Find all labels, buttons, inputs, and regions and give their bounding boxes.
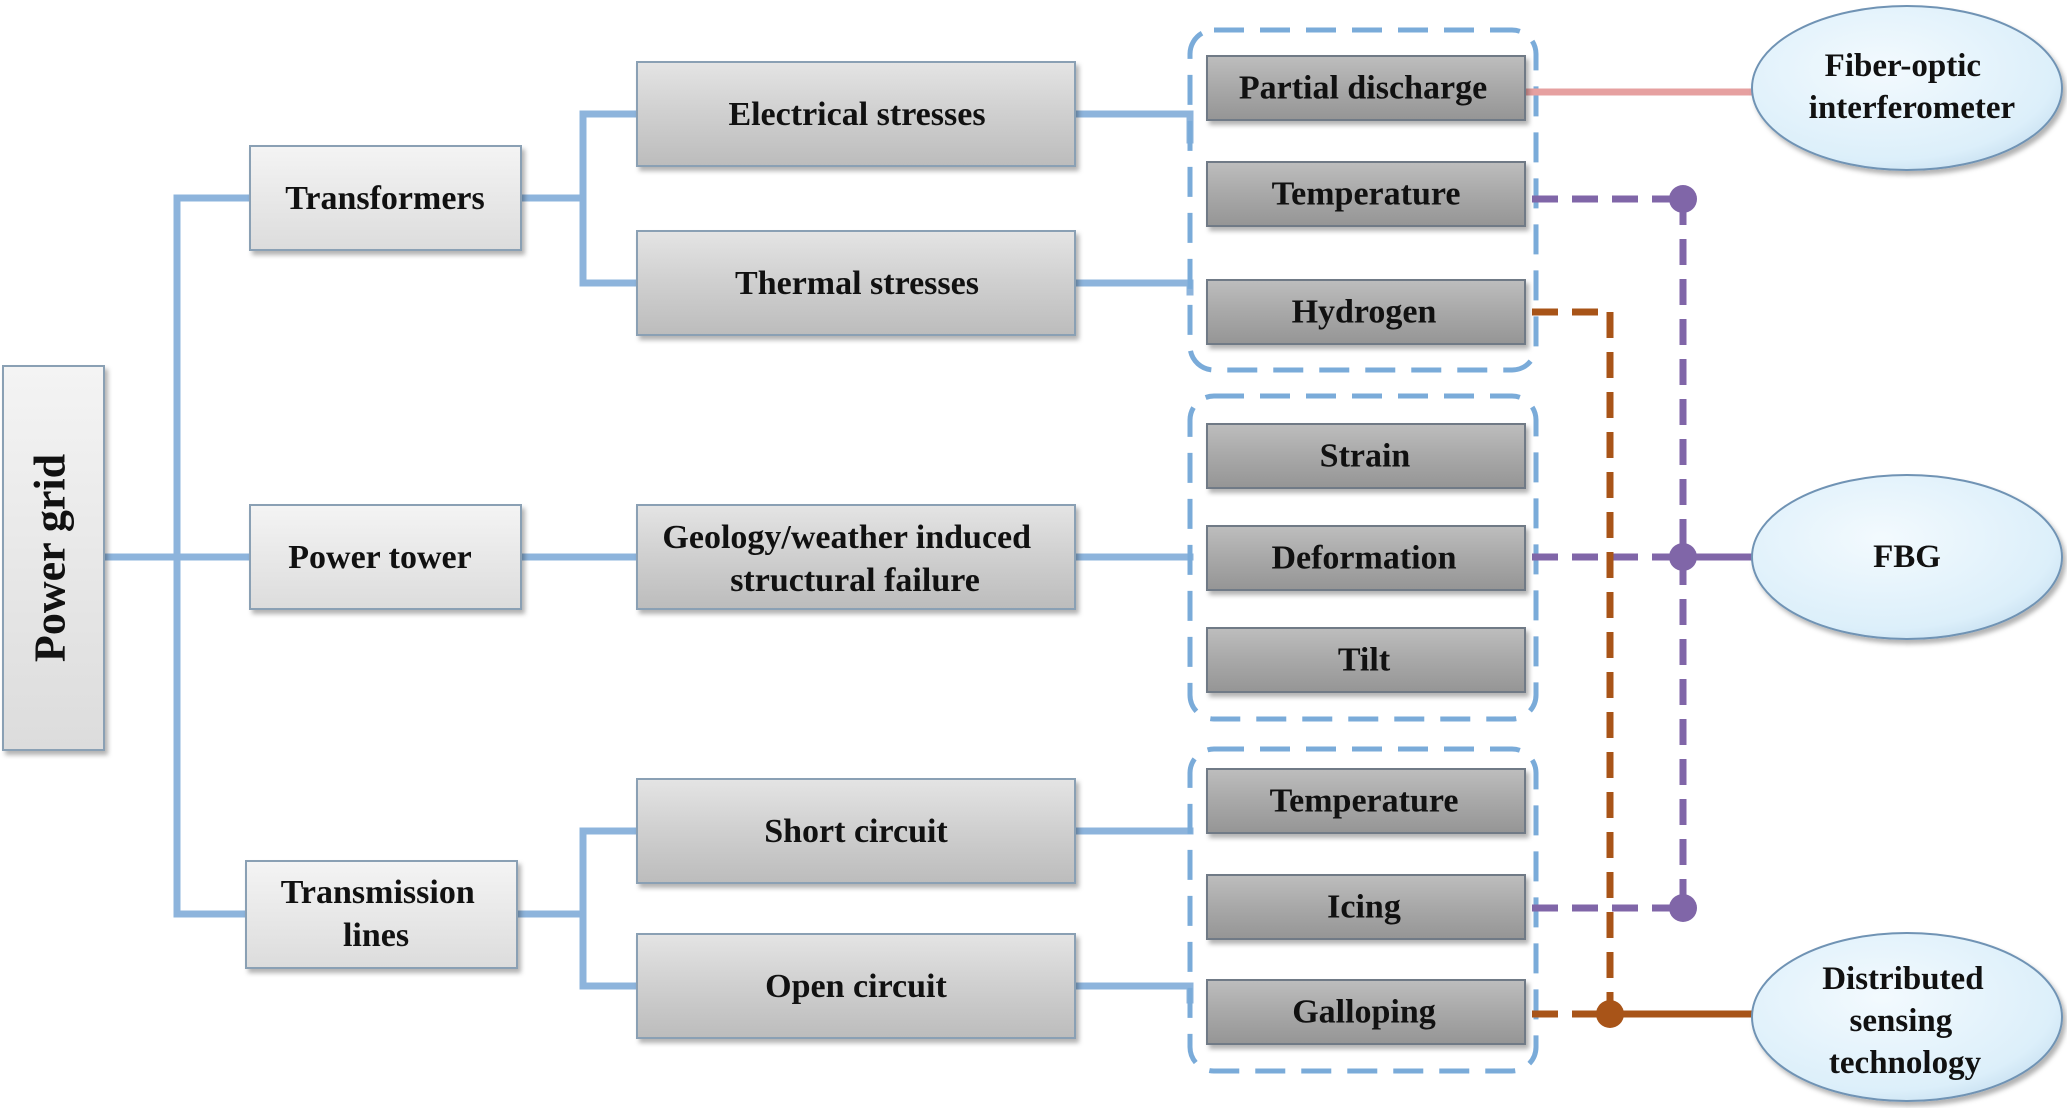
node-transmission-lines-label: Transmission lines: [281, 874, 483, 954]
root-label: Power grid: [26, 454, 75, 662]
param-temperature-transformer: Temperature: [1206, 161, 1526, 227]
node-electrical-stresses: Electrical stresses: [636, 61, 1076, 167]
param-galloping-label: Galloping: [1292, 994, 1436, 1031]
level2-nodes: Electrical stresses Thermal stresses Geo…: [636, 61, 1076, 1039]
param-strain: Strain: [1206, 423, 1526, 489]
node-power-tower-label: Power tower: [288, 539, 471, 576]
distributed-connectors: [1532, 308, 1752, 1018]
node-thermal-stresses-label: Thermal stresses: [735, 265, 979, 302]
fbg-connectors: [1532, 195, 1752, 912]
param-partial-discharge: Partial discharge: [1206, 55, 1526, 121]
node-transmission-lines: Transmission lines: [245, 860, 518, 969]
node-open-circuit-label: Open circuit: [765, 968, 947, 1005]
tree-connectors: [100, 110, 1194, 1004]
param-hydrogen: Hydrogen: [1206, 279, 1526, 345]
sensor-distributed-sensing: Distributed sensing technology: [1751, 932, 2063, 1102]
fbg-junctions: [1669, 185, 1697, 922]
node-short-circuit-label: Short circuit: [764, 813, 948, 850]
param-temperature-line: Temperature: [1206, 768, 1526, 834]
param-tilt: Tilt: [1206, 627, 1526, 693]
param-deformation: Deformation: [1206, 525, 1526, 591]
node-open-circuit: Open circuit: [636, 933, 1076, 1039]
distributed-junction: [1596, 1000, 1624, 1028]
sensor-fiber-optic-interferometer: Fiber-optic interferometer: [1751, 5, 2063, 171]
sensor-fbg: FBG: [1751, 474, 2063, 640]
node-transformers: Transformers: [249, 145, 522, 251]
sensor-fiber-optic-interferometer-label: Fiber-optic interferometer: [1809, 48, 2015, 126]
node-electrical-stresses-label: Electrical stresses: [728, 96, 985, 133]
sensor-fbg-label: FBG: [1873, 539, 1941, 575]
param-galloping: Galloping: [1206, 979, 1526, 1045]
sensor-distributed-sensing-label: Distributed sensing technology: [1822, 961, 1992, 1081]
param-icing: Icing: [1206, 874, 1526, 940]
param-hydrogen-label: Hydrogen: [1292, 294, 1437, 331]
node-thermal-stresses: Thermal stresses: [636, 230, 1076, 336]
sensor-nodes: Fiber-optic interferometer FBG Distribut…: [1751, 5, 2063, 1102]
param-temperature-transformer-label: Temperature: [1272, 176, 1461, 213]
param-strain-label: Strain: [1320, 438, 1411, 475]
node-geology-weather-label: Geology/weather induced structural failu…: [662, 519, 1039, 599]
root-node: Power grid: [2, 365, 105, 751]
node-transformers-label: Transformers: [285, 180, 485, 217]
param-temperature-line-label: Temperature: [1270, 783, 1459, 820]
node-power-tower: Power tower: [249, 504, 522, 610]
param-deformation-label: Deformation: [1271, 540, 1456, 577]
level1-nodes: Transformers Power tower Transmission li…: [245, 145, 522, 969]
parameter-nodes: Partial discharge Temperature Hydrogen S…: [1206, 55, 1526, 1045]
param-icing-label: Icing: [1327, 889, 1401, 926]
node-geology-weather: Geology/weather induced structural failu…: [636, 504, 1076, 610]
param-partial-discharge-label: Partial discharge: [1239, 70, 1487, 107]
param-tilt-label: Tilt: [1338, 642, 1391, 679]
node-short-circuit: Short circuit: [636, 778, 1076, 884]
